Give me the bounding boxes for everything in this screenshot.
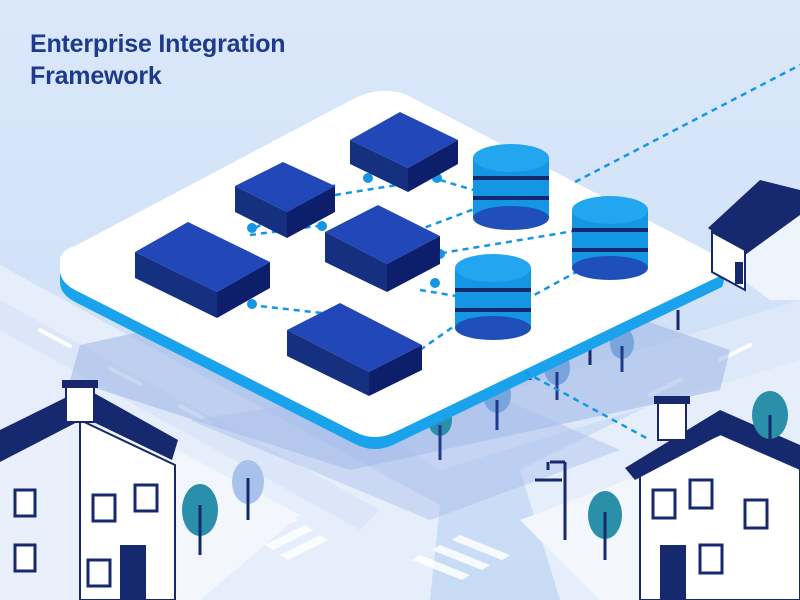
db-band: [473, 196, 549, 200]
chimney: [65, 383, 95, 423]
db-top: [572, 196, 648, 224]
database-icon: [455, 254, 531, 340]
db-band: [572, 248, 648, 252]
house-roof: [708, 180, 800, 255]
databases: [455, 144, 648, 340]
crosswalk-stripe: [432, 545, 490, 570]
db-bottom: [455, 316, 531, 340]
window: [651, 488, 677, 520]
block-left: [287, 330, 369, 396]
service-block: [287, 303, 422, 396]
window: [743, 498, 769, 530]
block-top: [325, 205, 440, 264]
service-blocks: [135, 112, 458, 396]
db-band: [455, 308, 531, 312]
chimney-cap: [62, 380, 98, 388]
connector-line: [439, 178, 491, 197]
service-block: [325, 205, 440, 292]
crosswalk-stripe: [265, 525, 313, 550]
block-left: [135, 252, 217, 318]
window: [698, 543, 724, 575]
block-top: [350, 112, 458, 168]
window: [688, 478, 714, 510]
block-top: [235, 162, 335, 212]
db-band: [455, 288, 531, 292]
house-door: [735, 262, 743, 284]
connector-line-external: [574, 63, 800, 184]
db-bottom: [473, 206, 549, 230]
node-dot: [363, 173, 373, 183]
chimney-cap: [654, 396, 690, 404]
house-door: [120, 545, 146, 600]
db-band: [473, 176, 549, 180]
node-dot: [247, 223, 257, 233]
block-right: [387, 236, 440, 292]
window: [13, 488, 37, 518]
house-front: [79, 418, 176, 600]
database-icon: [473, 144, 549, 230]
connector-line-external: [524, 370, 651, 442]
crosswalk-stripe: [280, 535, 328, 560]
title-line-1: Enterprise Integration: [30, 30, 286, 58]
window: [86, 558, 112, 588]
block-right: [217, 262, 270, 318]
block-left: [235, 186, 287, 238]
window: [91, 493, 117, 523]
lane-dash: [38, 328, 72, 348]
service-block: [350, 112, 458, 192]
window: [13, 543, 37, 573]
node-dot: [247, 299, 257, 309]
service-block: [135, 222, 270, 318]
crosswalk-stripe: [412, 555, 470, 580]
block-left: [350, 140, 408, 192]
title-line-2: Framework: [30, 62, 162, 90]
ground-shadow: [190, 380, 620, 520]
connector-line: [429, 228, 581, 257]
block-left: [325, 232, 387, 292]
service-block: [235, 162, 335, 238]
node-dot: [317, 221, 327, 231]
street-lamp-icon: [535, 460, 567, 540]
chimney: [657, 399, 687, 441]
node-dot: [430, 278, 440, 288]
house-door: [660, 545, 686, 600]
window: [133, 483, 159, 513]
crosswalk-stripe: [452, 535, 510, 560]
block-top: [135, 222, 270, 292]
block-right: [408, 140, 458, 192]
db-top: [455, 254, 531, 282]
block-top: [287, 303, 422, 372]
house-icon: [0, 380, 178, 600]
foreground-trees: [182, 391, 788, 560]
db-band: [572, 228, 648, 232]
db-bottom: [572, 256, 648, 280]
house-icon: [708, 180, 800, 300]
page-title: Enterprise Integration Framework: [30, 28, 350, 92]
db-top: [473, 144, 549, 172]
database-icon: [572, 196, 648, 280]
block-right: [287, 186, 335, 238]
connector-line: [249, 303, 341, 317]
block-right: [369, 345, 422, 396]
